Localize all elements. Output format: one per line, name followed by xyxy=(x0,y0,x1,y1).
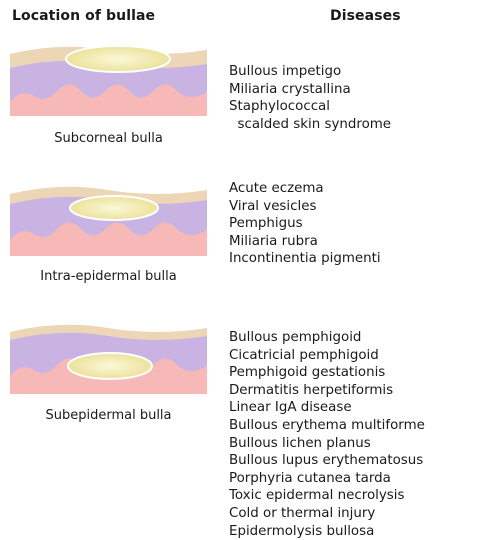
subepidermal-caption: Subepidermal bulla xyxy=(6,408,211,423)
disease-item: Miliaria crystallina xyxy=(229,81,391,99)
disease-item: Toxic epidermal necrolysis xyxy=(229,487,425,505)
disease-item: Cold or thermal injury xyxy=(229,505,425,523)
disease-item: Bullous impetigo xyxy=(229,63,391,81)
disease-item: Linear IgA disease xyxy=(229,399,425,417)
subcorneal-bulla-diagram xyxy=(10,40,207,116)
subepidermal-bulla-diagram xyxy=(10,318,207,394)
disease-item: Bullous erythema multiforme xyxy=(229,417,425,435)
subepidermal-disease-list: Bullous pemphigoid Cicatricial pemphigoi… xyxy=(229,329,425,540)
intra-epidermal-disease-list: Acute eczema Viral vesicles Pemphigus Mi… xyxy=(229,180,381,268)
disease-item: Staphylococcal xyxy=(229,98,391,116)
disease-item: Pemphigoid gestationis xyxy=(229,364,425,382)
diseases-header: Diseases xyxy=(330,8,401,24)
intra-epidermal-bulla-diagram xyxy=(10,180,207,256)
bulla-blister xyxy=(70,196,158,220)
disease-item: Incontinentia pigmenti xyxy=(229,250,381,268)
disease-item: Bullous lupus erythematosus xyxy=(229,452,425,470)
intra-epidermal-caption: Intra-epidermal bulla xyxy=(6,269,211,284)
disease-item: Miliaria rubra xyxy=(229,233,381,251)
location-header: Location of bullae xyxy=(12,8,155,24)
disease-item: Bullous pemphigoid xyxy=(229,329,425,347)
disease-item: Epidermolysis bullosa xyxy=(229,523,425,540)
disease-item: Cicatricial pemphigoid xyxy=(229,347,425,365)
subcorneal-caption: Subcorneal bulla xyxy=(6,131,211,146)
bulla-blister xyxy=(66,46,170,72)
disease-item: Bullous lichen planus xyxy=(229,435,425,453)
disease-item: Dermatitis herpetiformis xyxy=(229,382,425,400)
disease-item: Porphyria cutanea tarda xyxy=(229,470,425,488)
disease-item: Pemphigus xyxy=(229,215,381,233)
disease-item: Viral vesicles xyxy=(229,198,381,216)
subcorneal-disease-list: Bullous impetigo Miliaria crystallina St… xyxy=(229,63,391,133)
disease-item: Acute eczema xyxy=(229,180,381,198)
bulla-blister xyxy=(68,353,152,379)
disease-item: scalded skin syndrome xyxy=(229,116,391,134)
